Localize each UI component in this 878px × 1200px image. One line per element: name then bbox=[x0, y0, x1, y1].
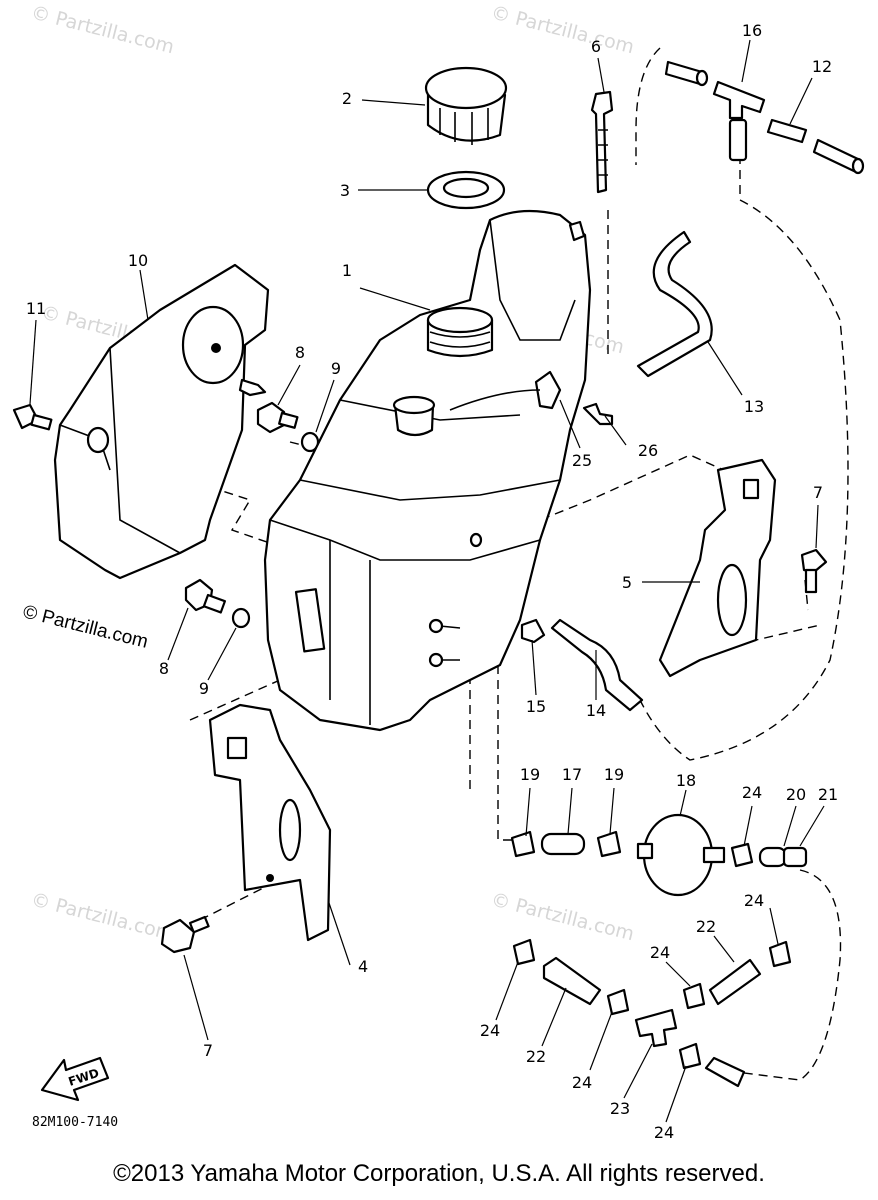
callout-24: 24 bbox=[742, 783, 762, 802]
callout-24: 24 bbox=[480, 1021, 500, 1040]
fuel-tank-1 bbox=[263, 209, 592, 732]
clamp-19 bbox=[510, 830, 536, 858]
watermark: © Partzilla.com bbox=[29, 889, 177, 946]
hose-route-line bbox=[635, 47, 661, 165]
watermark: © Partzilla.com bbox=[489, 2, 637, 59]
bolt-11 bbox=[12, 403, 53, 431]
fuel-cap-2 bbox=[424, 66, 508, 145]
vent-route-line bbox=[639, 199, 849, 761]
hose-route-line bbox=[719, 869, 842, 1081]
callout-9: 9 bbox=[199, 679, 209, 698]
callout-24: 24 bbox=[650, 943, 670, 962]
hose-20 bbox=[758, 846, 788, 868]
watermark: © Partzilla.com bbox=[489, 889, 637, 946]
assembly-line bbox=[497, 665, 512, 841]
bracket-5 bbox=[658, 458, 777, 678]
callout-22: 22 bbox=[696, 917, 716, 936]
callouts: 1 2 3 4 5 6 7 7 8 8 9 9 10 11 12 13 14 1… bbox=[26, 21, 838, 1142]
callout-8: 8 bbox=[159, 659, 169, 678]
hose-17 bbox=[540, 832, 586, 856]
exploded-view: © Partzilla.com © Partzilla.com © Partzi… bbox=[12, 2, 865, 1142]
bolt-8 bbox=[184, 578, 227, 614]
clamp-24 bbox=[682, 982, 706, 1010]
leader-lines bbox=[29, 39, 825, 1123]
clamp-24 bbox=[606, 988, 630, 1016]
bracket-4 bbox=[208, 703, 332, 942]
callout-24: 24 bbox=[572, 1073, 592, 1092]
watermark: © Partzilla.com bbox=[29, 2, 177, 59]
callout-22: 22 bbox=[526, 1047, 546, 1066]
callout-10: 10 bbox=[128, 251, 148, 270]
clamp-19 bbox=[596, 830, 622, 858]
screw-26 bbox=[582, 402, 614, 426]
callout-17: 17 bbox=[562, 765, 582, 784]
callout-9: 9 bbox=[331, 359, 341, 378]
callout-6: 6 bbox=[591, 37, 601, 56]
callout-20: 20 bbox=[786, 785, 806, 804]
callout-12: 12 bbox=[812, 57, 832, 76]
callout-26: 26 bbox=[638, 441, 658, 460]
gasket-3 bbox=[426, 170, 506, 210]
copyright-notice: ©2013 Yamaha Motor Corporation, U.S.A. A… bbox=[113, 1160, 765, 1187]
forward-arrow-icon: FWD bbox=[40, 1056, 110, 1102]
bolt-8 bbox=[256, 401, 299, 434]
callout-11: 11 bbox=[26, 299, 46, 318]
callout-13: 13 bbox=[744, 397, 764, 416]
callout-21: 21 bbox=[818, 785, 838, 804]
callout-25: 25 bbox=[572, 451, 592, 470]
callout-18: 18 bbox=[676, 771, 696, 790]
callout-3: 3 bbox=[340, 181, 350, 200]
vent-hose-13 bbox=[636, 230, 713, 378]
callout-19: 19 bbox=[520, 765, 540, 784]
fitting-21 bbox=[782, 846, 808, 868]
joint-23 bbox=[634, 1008, 678, 1048]
side-watermark: © Partzilla.com bbox=[21, 601, 150, 652]
callout-2: 2 bbox=[342, 89, 352, 108]
vent-hose-12 bbox=[664, 60, 865, 175]
callout-24: 24 bbox=[744, 891, 764, 910]
bolt-7 bbox=[160, 915, 210, 954]
tee-fitting-16 bbox=[712, 80, 766, 162]
callout-1: 1 bbox=[342, 261, 352, 280]
washer-9 bbox=[231, 607, 251, 629]
callout-5: 5 bbox=[622, 573, 632, 592]
hose-22 bbox=[542, 956, 602, 1006]
side-cover-10 bbox=[53, 263, 270, 580]
assembly-line bbox=[189, 679, 281, 721]
hose-22 bbox=[708, 958, 762, 1006]
assembly-line bbox=[539, 454, 729, 521]
fuel-filter-18 bbox=[636, 813, 726, 897]
diagram-code: 82M100-7140 bbox=[32, 1115, 118, 1130]
clamp-24 bbox=[678, 1042, 702, 1070]
callout-15: 15 bbox=[526, 697, 546, 716]
callout-24: 24 bbox=[654, 1123, 674, 1142]
clamp-15 bbox=[520, 618, 546, 644]
clamp-24 bbox=[730, 842, 754, 868]
callout-19: 19 bbox=[604, 765, 624, 784]
hose-end bbox=[704, 1056, 746, 1088]
callout-8: 8 bbox=[295, 343, 305, 362]
clamp-24 bbox=[768, 940, 792, 968]
callout-16: 16 bbox=[742, 21, 762, 40]
hose-14 bbox=[550, 618, 644, 712]
callout-4: 4 bbox=[358, 957, 368, 976]
callout-7: 7 bbox=[203, 1041, 213, 1060]
clip-6 bbox=[590, 90, 614, 194]
bolt-7 bbox=[800, 548, 828, 594]
callout-23: 23 bbox=[610, 1099, 630, 1118]
callout-7: 7 bbox=[813, 483, 823, 502]
clamp-24 bbox=[512, 938, 536, 966]
callout-14: 14 bbox=[586, 701, 606, 720]
